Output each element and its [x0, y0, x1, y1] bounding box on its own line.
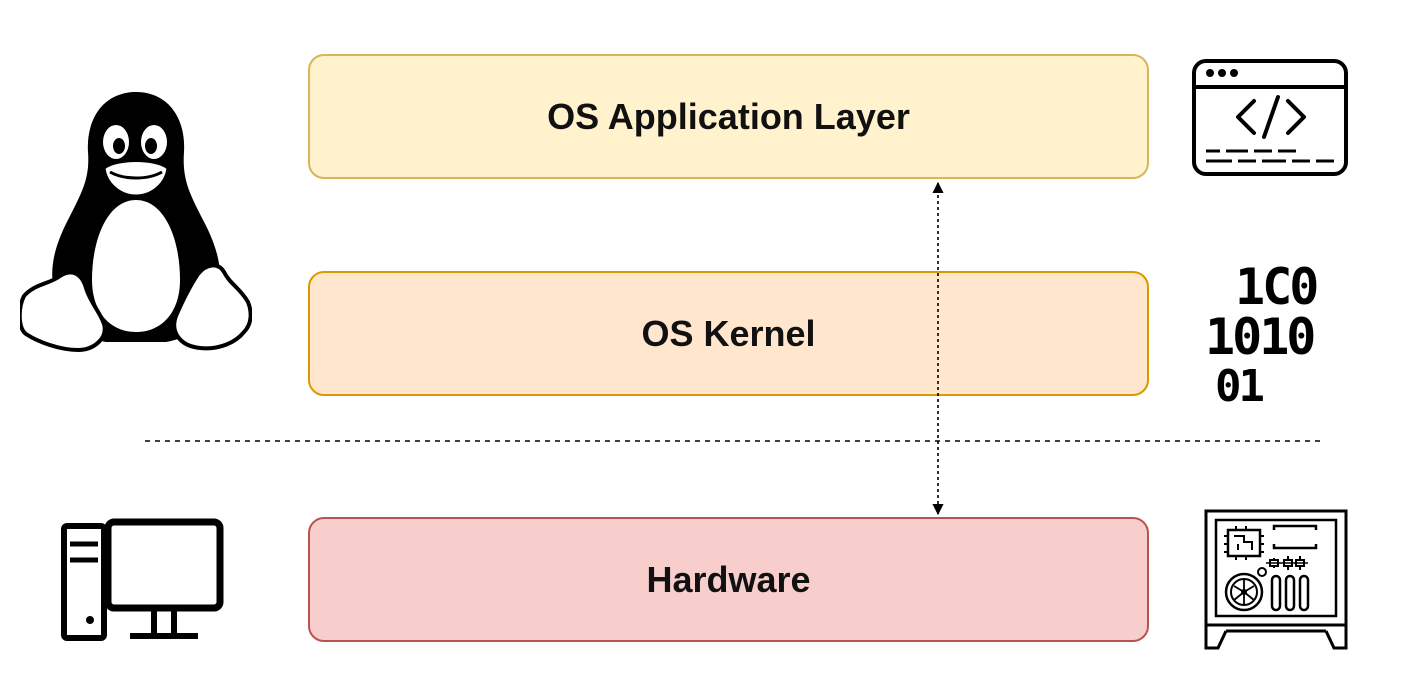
hardware-layer-box: Hardware [308, 517, 1149, 642]
binary-row-3: 01 [1215, 361, 1265, 412]
kernel-layer-label: OS Kernel [641, 312, 816, 354]
linux-penguin-icon [20, 92, 252, 353]
application-layer-label: OS Application Layer [547, 95, 910, 137]
kernel-layer-box: OS Kernel [308, 271, 1149, 396]
binary-code-icon: 1C0 1010 01 [1205, 258, 1340, 412]
motherboard-icon [1204, 509, 1348, 650]
binary-row-2: 1010 [1205, 308, 1316, 366]
application-layer-box: OS Application Layer [308, 54, 1149, 179]
code-window-icon [1192, 59, 1348, 176]
desktop-computer-icon [61, 518, 224, 641]
binary-row-1: 1C0 [1235, 258, 1319, 316]
hardware-layer-label: Hardware [646, 558, 811, 600]
